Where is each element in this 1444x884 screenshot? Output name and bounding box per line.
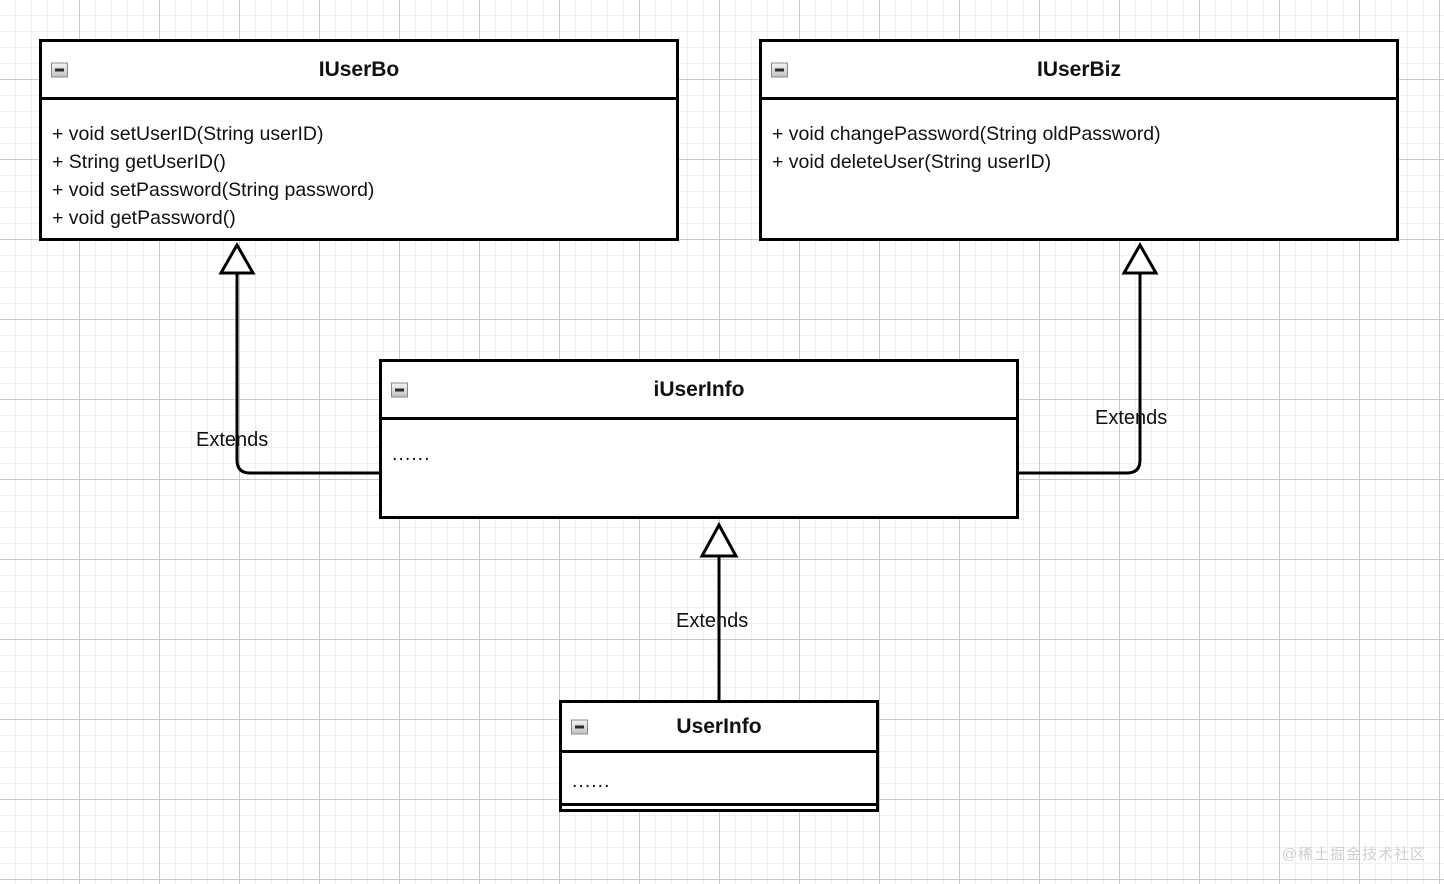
class-body-userinfo: ......	[559, 753, 879, 806]
collapse-minus-icon[interactable]	[51, 62, 68, 77]
generalization-arrow-icon	[218, 241, 256, 275]
class-member: + void setUserID(String userID)	[52, 123, 324, 145]
class-member: + void setPassword(String password)	[52, 179, 375, 201]
class-member: + String getUserID()	[52, 151, 226, 173]
generalization-arrow-icon	[1121, 241, 1159, 275]
watermark: @稀土掘金技术社区	[1281, 846, 1426, 863]
class-member: ......	[392, 443, 431, 465]
class-body-iuserbo: + void setUserID(String userID) + String…	[42, 97, 676, 232]
collapse-minus-icon[interactable]	[771, 62, 788, 77]
collapse-minus-icon[interactable]	[391, 382, 408, 397]
class-body-iuserinfo: ......	[382, 417, 1016, 468]
class-header-iuserbiz: IUserBiz	[762, 42, 1396, 100]
class-name-userinfo: UserInfo	[676, 715, 762, 738]
collapse-minus-icon[interactable]	[571, 719, 588, 734]
class-member: ......	[572, 770, 611, 792]
relation-label-extends-bottom: Extends	[676, 610, 749, 632]
class-member: + void getPassword()	[52, 207, 236, 229]
class-header-iuserbo: IUserBo	[42, 42, 676, 100]
class-body-iuserbiz: + void changePassword(String oldPassword…	[762, 97, 1396, 176]
class-header-userinfo: UserInfo	[562, 703, 876, 753]
class-name-iuserbo: IUserBo	[318, 58, 400, 81]
class-footer-rule	[559, 803, 879, 806]
generalization-arrow-icon	[699, 521, 739, 558]
class-member: + void deleteUser(String userID)	[772, 151, 1052, 173]
class-box-iuserbiz[interactable]: IUserBiz + void changePassword(String ol…	[759, 39, 1399, 241]
relation-label-extends-left: Extends	[196, 429, 269, 451]
class-box-userinfo[interactable]: UserInfo ......	[559, 700, 879, 812]
class-name-iuserinfo: iUserInfo	[653, 378, 745, 401]
class-box-iuserbo[interactable]: IUserBo + void setUserID(String userID) …	[39, 39, 679, 241]
class-member: + void changePassword(String oldPassword…	[772, 123, 1161, 145]
class-header-iuserinfo: iUserInfo	[382, 362, 1016, 420]
class-name-iuserbiz: IUserBiz	[1036, 58, 1122, 81]
relation-label-extends-right: Extends	[1095, 407, 1168, 429]
class-box-iuserinfo[interactable]: iUserInfo ......	[379, 359, 1019, 519]
connector-iuserinfo-to-iuserbiz	[1019, 241, 1159, 475]
